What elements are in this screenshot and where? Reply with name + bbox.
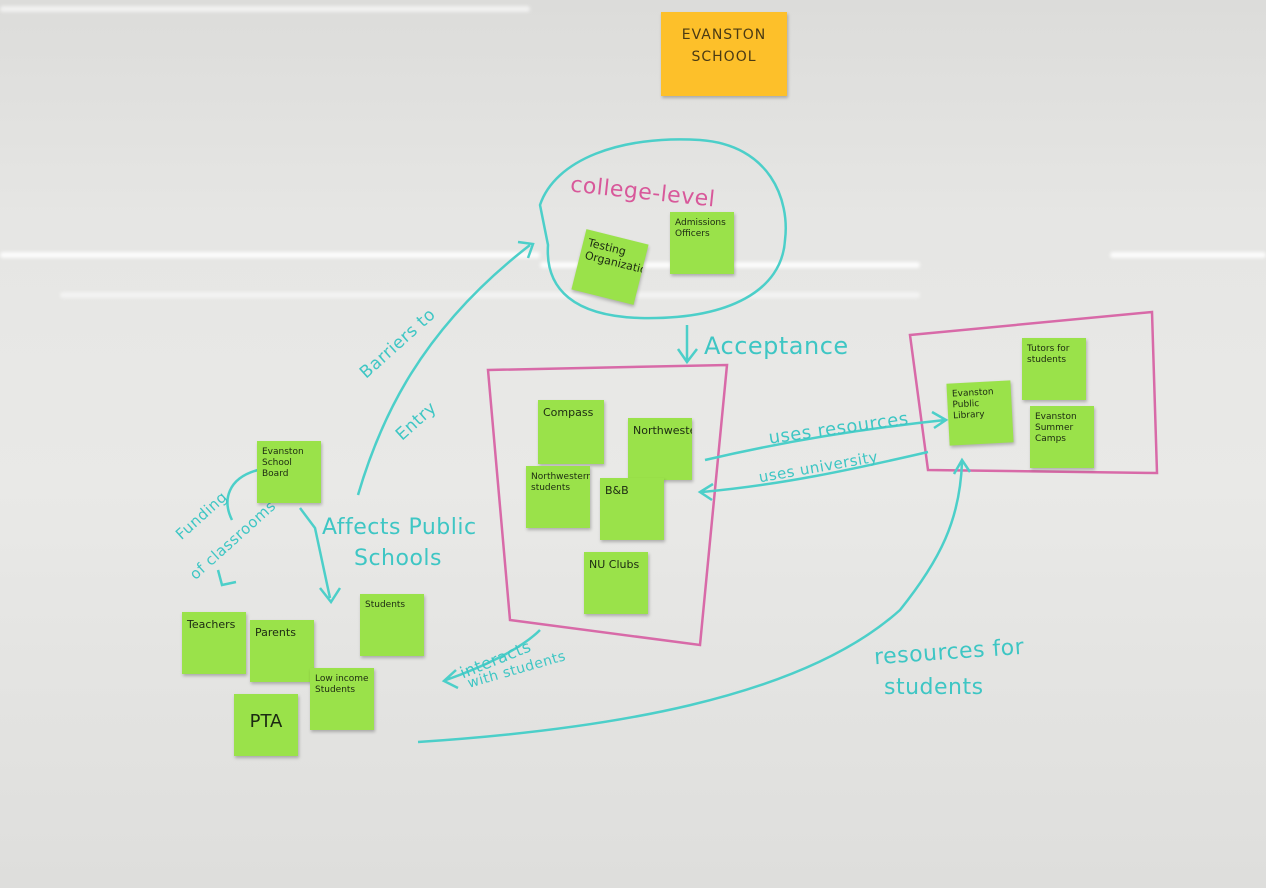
note-students: Students [360,594,424,656]
affects-label-line1: Affects Public [322,515,477,540]
note-compass: Compass [538,400,604,464]
note-nu-clubs: NU Clubs [584,552,648,614]
note-northwestern: Northwestern [628,418,692,480]
title-line2: SCHOOL [666,46,782,68]
title-line1: EVANSTON [666,24,782,46]
note-evanston-summer-camps: Evanston Summer Camps [1030,406,1094,468]
note-pta: PTA [234,694,298,756]
note-evanston-school-board: Evanston School Board [257,441,321,503]
affects-label-line2: Schools [354,546,442,571]
note-teachers: Teachers [182,612,246,674]
title-sticky-note: EVANSTON SCHOOL [661,12,787,96]
note-low-income-students: Low income Students [310,668,374,730]
note-admissions-officers: Admissions Officers [670,212,734,274]
college-level-outline [540,139,786,318]
resources-label-line2: students [884,675,984,700]
acceptance-label: Acceptance [704,332,849,360]
note-northwestern-students: Northwestern students [526,466,590,528]
acceptance-arrow [678,325,697,362]
note-evanston-public-library: Evanston Public Library [946,380,1013,445]
note-bnb: B&B [600,478,664,540]
note-parents: Parents [250,620,314,682]
note-tutors-for-students: Tutors for students [1022,338,1086,400]
